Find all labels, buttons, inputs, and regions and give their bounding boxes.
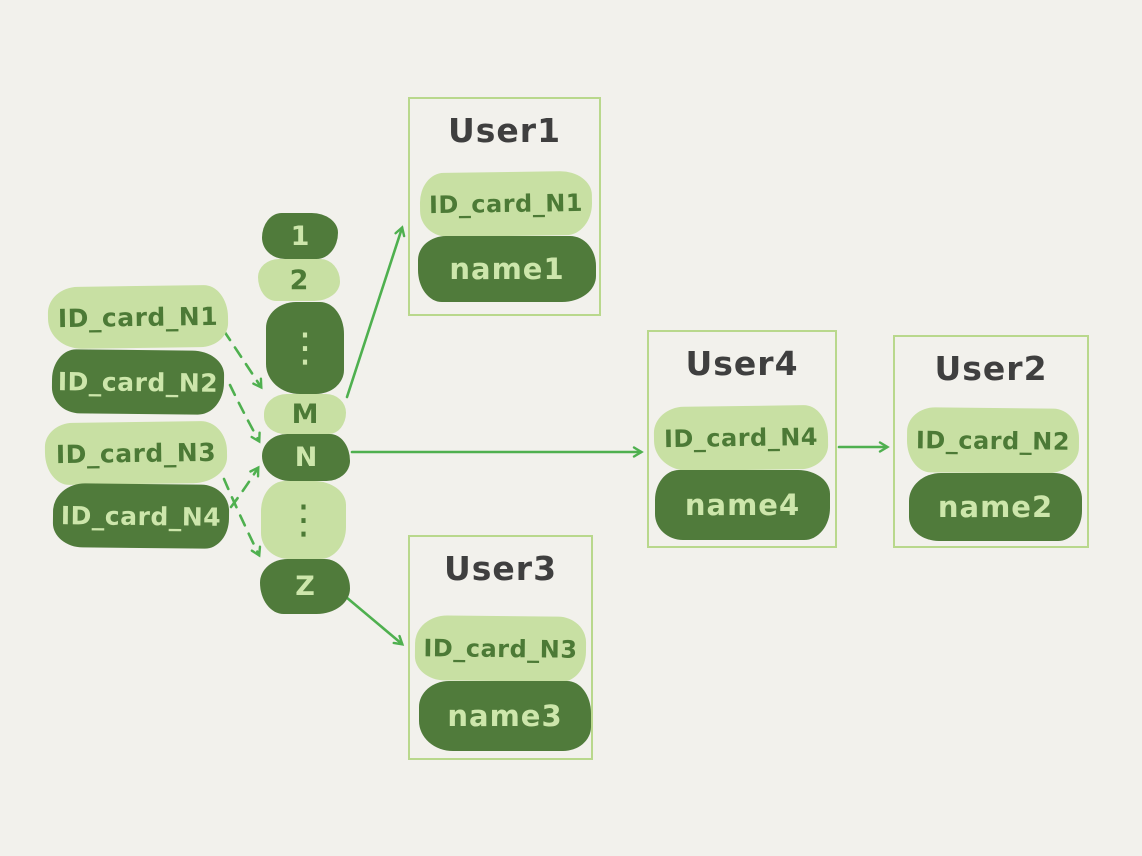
bucket-dots-bottom: ⋮ — [261, 481, 346, 559]
user2-id-card-label: ID_card_N2 — [915, 425, 1071, 456]
user2-id-card-pill: ID_card_N2 — [906, 407, 1080, 474]
bucket-m-label: M — [291, 398, 319, 430]
bucket-1: 1 — [262, 213, 338, 259]
user4-name-label: name4 — [684, 488, 801, 522]
bucket-dots-bottom-label: ⋮ — [283, 497, 324, 543]
id-card-n3-label: ID_card_N3 — [55, 437, 217, 469]
user1-id-card-label: ID_card_N1 — [428, 188, 584, 220]
bucket-n-label: N — [294, 442, 318, 473]
id-card-n1-label: ID_card_N1 — [57, 301, 219, 333]
user1-name-pill: name1 — [418, 236, 596, 302]
user3-name-label: name3 — [447, 699, 563, 733]
id-card-n1-pill: ID_card_N1 — [47, 284, 229, 350]
user4-title: User4 — [685, 344, 799, 383]
user4-name-pill: name4 — [655, 470, 830, 540]
edge-bucket-m-to-user1 — [345, 225, 406, 399]
user1-title: User1 — [447, 111, 562, 150]
id-card-n2-label: ID_card_N2 — [57, 366, 219, 398]
user3-id-card-pill: ID_card_N3 — [414, 615, 587, 682]
user4-id-card-pill: ID_card_N4 — [653, 404, 829, 472]
bucket-1-label: 1 — [290, 220, 310, 252]
edge-idcard-n1-to-bucket-m — [222, 329, 263, 390]
user1-box: User1 ID_card_N1 name1 — [408, 97, 601, 316]
user4-box: User4 ID_card_N4 name4 — [647, 330, 837, 548]
bucket-2: 2 — [258, 259, 340, 301]
bucket-z: Z — [260, 559, 350, 614]
user2-name-label: name2 — [937, 490, 1054, 524]
user3-id-card-label: ID_card_N3 — [423, 633, 578, 664]
bucket-2-label: 2 — [289, 264, 309, 296]
id-card-n3-pill: ID_card_N3 — [44, 420, 228, 486]
edge-bucket-z-to-user3 — [344, 595, 405, 646]
bucket-z-label: Z — [295, 571, 315, 602]
user2-box: User2 ID_card_N2 name2 — [893, 335, 1089, 548]
user1-name-label: name1 — [449, 252, 565, 286]
bucket-dots-top: ⋮ — [266, 302, 344, 394]
user3-name-pill: name3 — [419, 681, 591, 751]
user2-title: User2 — [934, 349, 1048, 388]
edge-idcard-n2-to-bucket-n — [228, 383, 261, 444]
user2-name-pill: name2 — [909, 473, 1082, 541]
user3-box: User3 ID_card_N3 name3 — [408, 535, 593, 760]
bucket-m: M — [264, 394, 346, 434]
id-card-n2-pill: ID_card_N2 — [51, 349, 225, 415]
edge-idcard-n3-to-bucket-z — [222, 477, 262, 558]
edge-idcard-n4-to-bucket-n — [229, 465, 260, 509]
user4-id-card-label: ID_card_N4 — [663, 422, 819, 454]
bucket-dots-top-label: ⋮ — [285, 325, 325, 371]
id-card-n4-label: ID_card_N4 — [60, 500, 222, 532]
bucket-n: N — [262, 434, 350, 481]
user3-title: User3 — [443, 549, 558, 588]
id-card-n4-pill: ID_card_N4 — [52, 483, 230, 549]
user1-id-card-pill: ID_card_N1 — [419, 170, 593, 238]
